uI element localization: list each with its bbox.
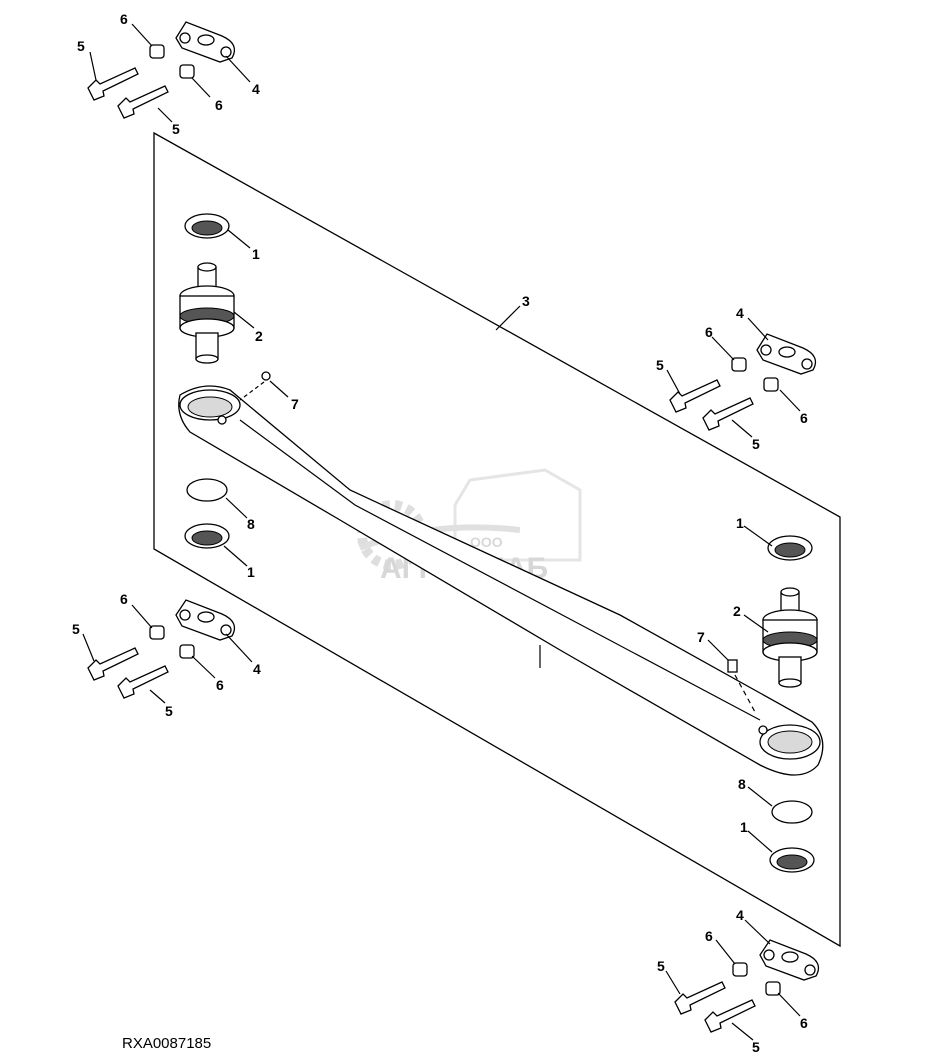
seal-bottom-left [184, 523, 230, 549]
callout-5: 5 [72, 621, 80, 637]
callout-5: 5 [77, 38, 85, 54]
callout-1: 1 [740, 819, 748, 835]
seal-top-right [767, 535, 813, 561]
tie-rod [178, 385, 824, 776]
callout-6: 6 [705, 324, 713, 340]
ball-joint-left [179, 262, 235, 364]
clamp-group-top-left [87, 21, 236, 119]
callout-8: 8 [247, 516, 255, 532]
callout-4: 4 [736, 305, 744, 321]
callout-4: 4 [253, 661, 261, 677]
snap-ring-right [771, 800, 813, 824]
seal-top-left [184, 213, 230, 239]
snap-ring-left [186, 478, 228, 502]
clamp-group-bottom-right [674, 939, 820, 1033]
callout-6: 6 [705, 928, 713, 944]
figure-id: RXA0087185 [122, 1035, 211, 1052]
grease-fitting-left [239, 371, 271, 401]
callout-5: 5 [752, 436, 760, 452]
clamp-group-bottom-left [87, 599, 236, 699]
callout-6: 6 [120, 591, 128, 607]
callout-labels: 6 5 4 6 5 1 2 3 7 8 1 4 6 5 6 5 6 5 4 6 … [72, 11, 808, 1055]
callout-4: 4 [252, 81, 260, 97]
callout-6: 6 [216, 677, 224, 693]
callout-6: 6 [120, 11, 128, 27]
callout-5: 5 [657, 958, 665, 974]
callout-1: 1 [247, 564, 255, 580]
callout-4: 4 [736, 907, 744, 923]
callout-6: 6 [800, 410, 808, 426]
ball-joint-right [762, 587, 818, 688]
callout-5: 5 [172, 121, 180, 137]
callout-2: 2 [255, 328, 263, 344]
seal-bottom-right [769, 847, 815, 873]
callout-5: 5 [656, 357, 664, 373]
grease-fitting-right [727, 659, 756, 713]
callout-1: 1 [252, 246, 260, 262]
callout-3: 3 [522, 293, 530, 309]
callout-5: 5 [752, 1039, 760, 1055]
watermark-line1: ООО [470, 534, 503, 550]
callout-7: 7 [697, 629, 705, 645]
clamp-group-right [669, 333, 817, 431]
callout-6: 6 [800, 1015, 808, 1031]
callout-7: 7 [291, 396, 299, 412]
callout-5: 5 [165, 703, 173, 719]
callout-2: 2 [733, 603, 741, 619]
callout-6: 6 [215, 97, 223, 113]
leader-lines [82, 23, 801, 1041]
callout-1: 1 [736, 515, 744, 531]
callout-8: 8 [738, 776, 746, 792]
assembly-frame [153, 131, 841, 948]
